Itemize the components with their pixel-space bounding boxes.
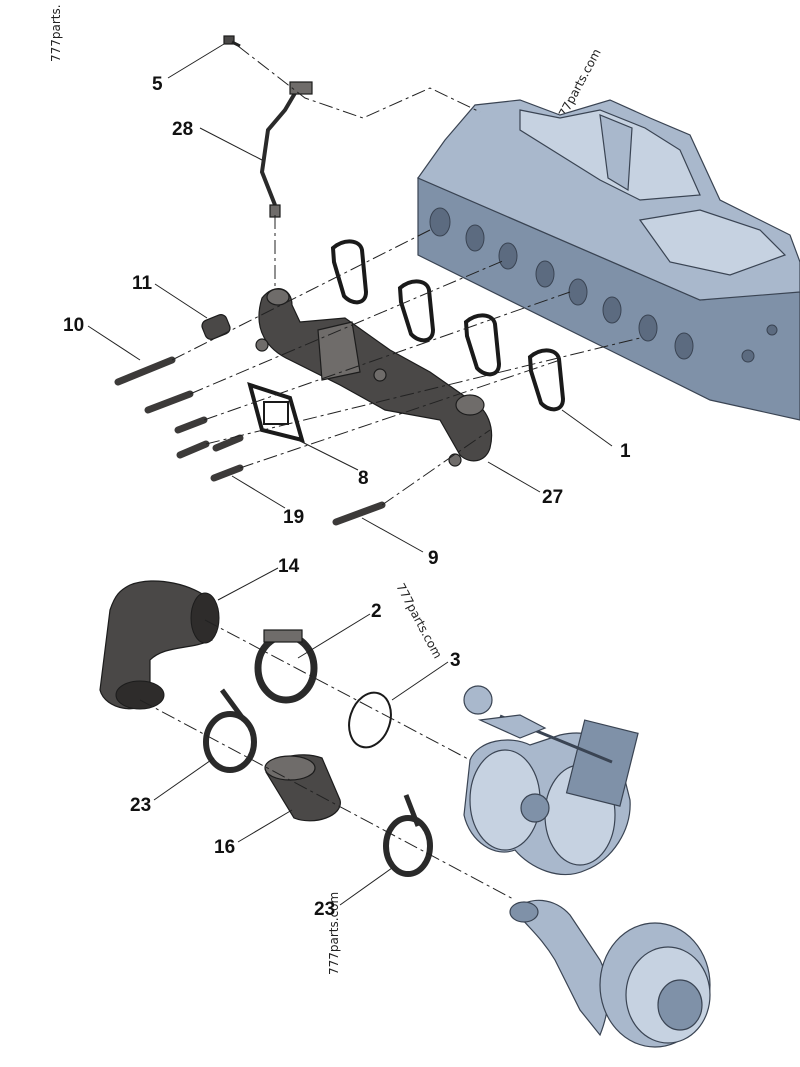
elbow-pipe — [99, 580, 220, 710]
coupling-sleeve — [264, 754, 341, 822]
callout-14: 14 — [278, 556, 300, 577]
turbocharger — [463, 685, 639, 875]
callout-27: 27 — [542, 487, 563, 508]
callout-16: 16 — [214, 837, 235, 858]
exhaust-manifold — [255, 288, 493, 467]
callout-28: 28 — [172, 119, 193, 140]
callout-8: 8 — [358, 468, 369, 489]
v-band-clamp-upper — [254, 629, 318, 704]
head-ports — [429, 207, 694, 360]
bolt — [223, 35, 241, 48]
stud-bolt-set — [114, 356, 386, 526]
callout-10: 10 — [63, 315, 84, 336]
callout-3: 3 — [450, 650, 461, 671]
callout-5: 5 — [152, 74, 163, 95]
sensor-tube — [259, 81, 313, 218]
v-band-clamp-lower-right — [383, 794, 433, 877]
leader-lines — [87, 43, 613, 906]
callout-labels: 5 28 11 10 1 8 27 19 9 14 2 3 23 16 23 — [63, 74, 631, 920]
watermark: 777parts. — [49, 4, 63, 62]
cylinder-head — [417, 99, 800, 421]
watermark: 777parts.com — [393, 581, 444, 661]
callout-2: 2 — [371, 601, 382, 622]
callout-23: 23 — [130, 795, 151, 816]
v-band-clamp-lower-left — [203, 688, 257, 773]
callout-9: 9 — [428, 548, 439, 569]
callout-11: 11 — [132, 273, 153, 294]
o-ring — [348, 691, 392, 749]
callout-19: 19 — [283, 507, 304, 528]
compressor-outlet — [509, 899, 711, 1048]
callout-23: 23 — [314, 899, 335, 920]
watermark: 777parts.com — [327, 892, 341, 975]
gasket-set — [247, 239, 566, 443]
callout-1: 1 — [620, 441, 631, 462]
assembly-lines — [139, 45, 641, 901]
